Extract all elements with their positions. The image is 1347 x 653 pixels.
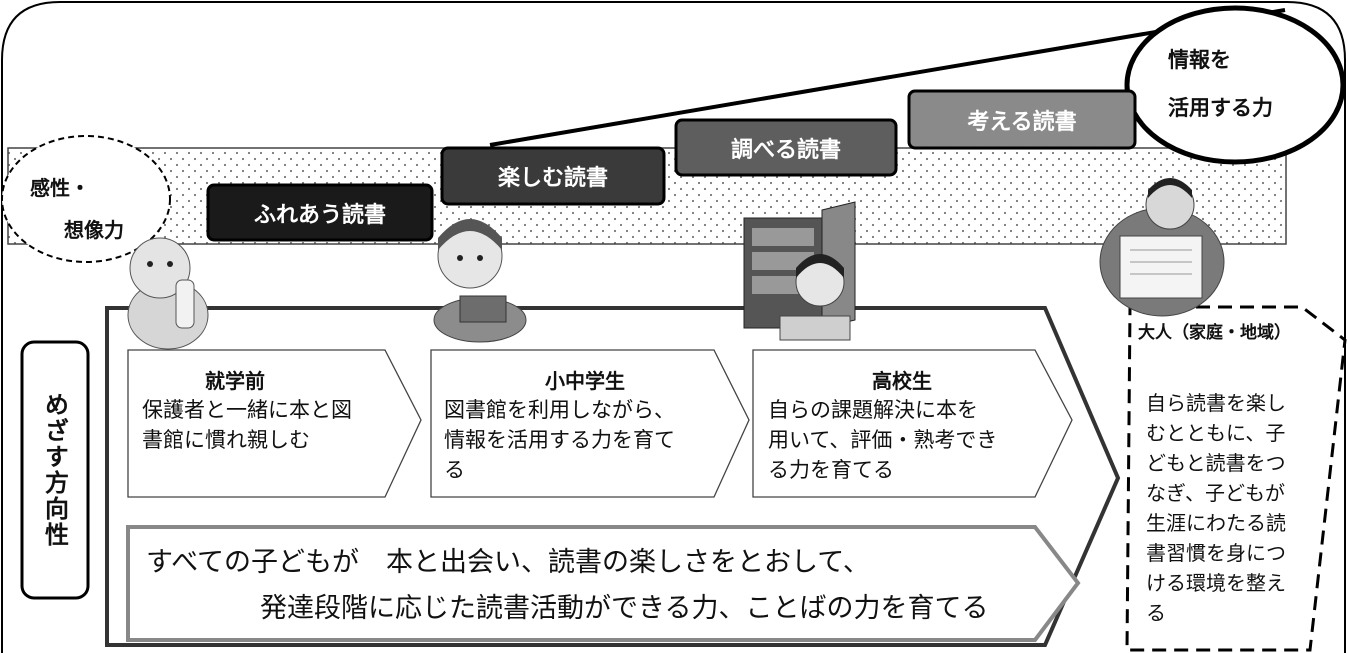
stage-text-2: 図書館を利用しながら、 情報を活用する力を育て る — [444, 398, 675, 482]
left-circle-line-2: 想像力 — [64, 218, 124, 242]
girl-illustration — [433, 219, 527, 343]
goal-line-1: すべての子どもが 本と出会い、読書の楽しさをとおして、 — [146, 547, 870, 578]
step-box-2 — [440, 146, 666, 206]
left-circle — [1, 135, 171, 263]
step-box-1 — [206, 183, 434, 242]
stage-title-3: 高校生 — [872, 369, 932, 393]
stage-chevron-2 — [430, 349, 750, 498]
step-label-4: 考える読書 — [967, 109, 1077, 135]
stage-text-1: 保護者と一緒に本と図 書館に慣れ親しむ — [142, 398, 352, 452]
goal-line-2: 発達段階に応じた読書活動ができる力、ことばの力を育てる — [260, 593, 989, 624]
step-label-1: ふれあう読書 — [253, 202, 386, 228]
right-circle — [1124, 5, 1346, 165]
baby-illustration — [127, 237, 209, 350]
stage-text-3: 自らの課題解決に本を 用いて、評価・熟考でき る力を育てる — [768, 398, 998, 482]
stage-chevron-3 — [752, 349, 1073, 498]
side-label: めざす方向性 — [40, 392, 69, 548]
step-box-4 — [907, 89, 1137, 150]
right-circle-line-1: 情報を — [1168, 48, 1231, 72]
step-box-3 — [674, 118, 898, 177]
step-label-3: 調べる読書 — [730, 137, 841, 163]
stage-title-2: 小中学生 — [545, 369, 625, 393]
goal-arrow — [126, 525, 1081, 642]
library-illustration — [743, 201, 856, 341]
side-label-box — [20, 340, 90, 600]
adult-illustration — [1099, 178, 1225, 317]
left-circle-line-1: 感性・ — [30, 176, 90, 200]
stage-title-1: 就学前 — [205, 369, 265, 393]
stage-chevron-1 — [127, 349, 422, 498]
adult-text: 自ら読書を楽し むとともに、子 どもと読書をつ なぎ、子どもが 生涯にわたる読 … — [1146, 391, 1286, 625]
adult-box — [1125, 305, 1347, 652]
adult-title: 大人（家庭・地域） — [1138, 323, 1291, 343]
step-label-2: 楽しむ読書 — [497, 166, 608, 191]
right-circle-line-2: 活用する力 — [1168, 96, 1273, 120]
